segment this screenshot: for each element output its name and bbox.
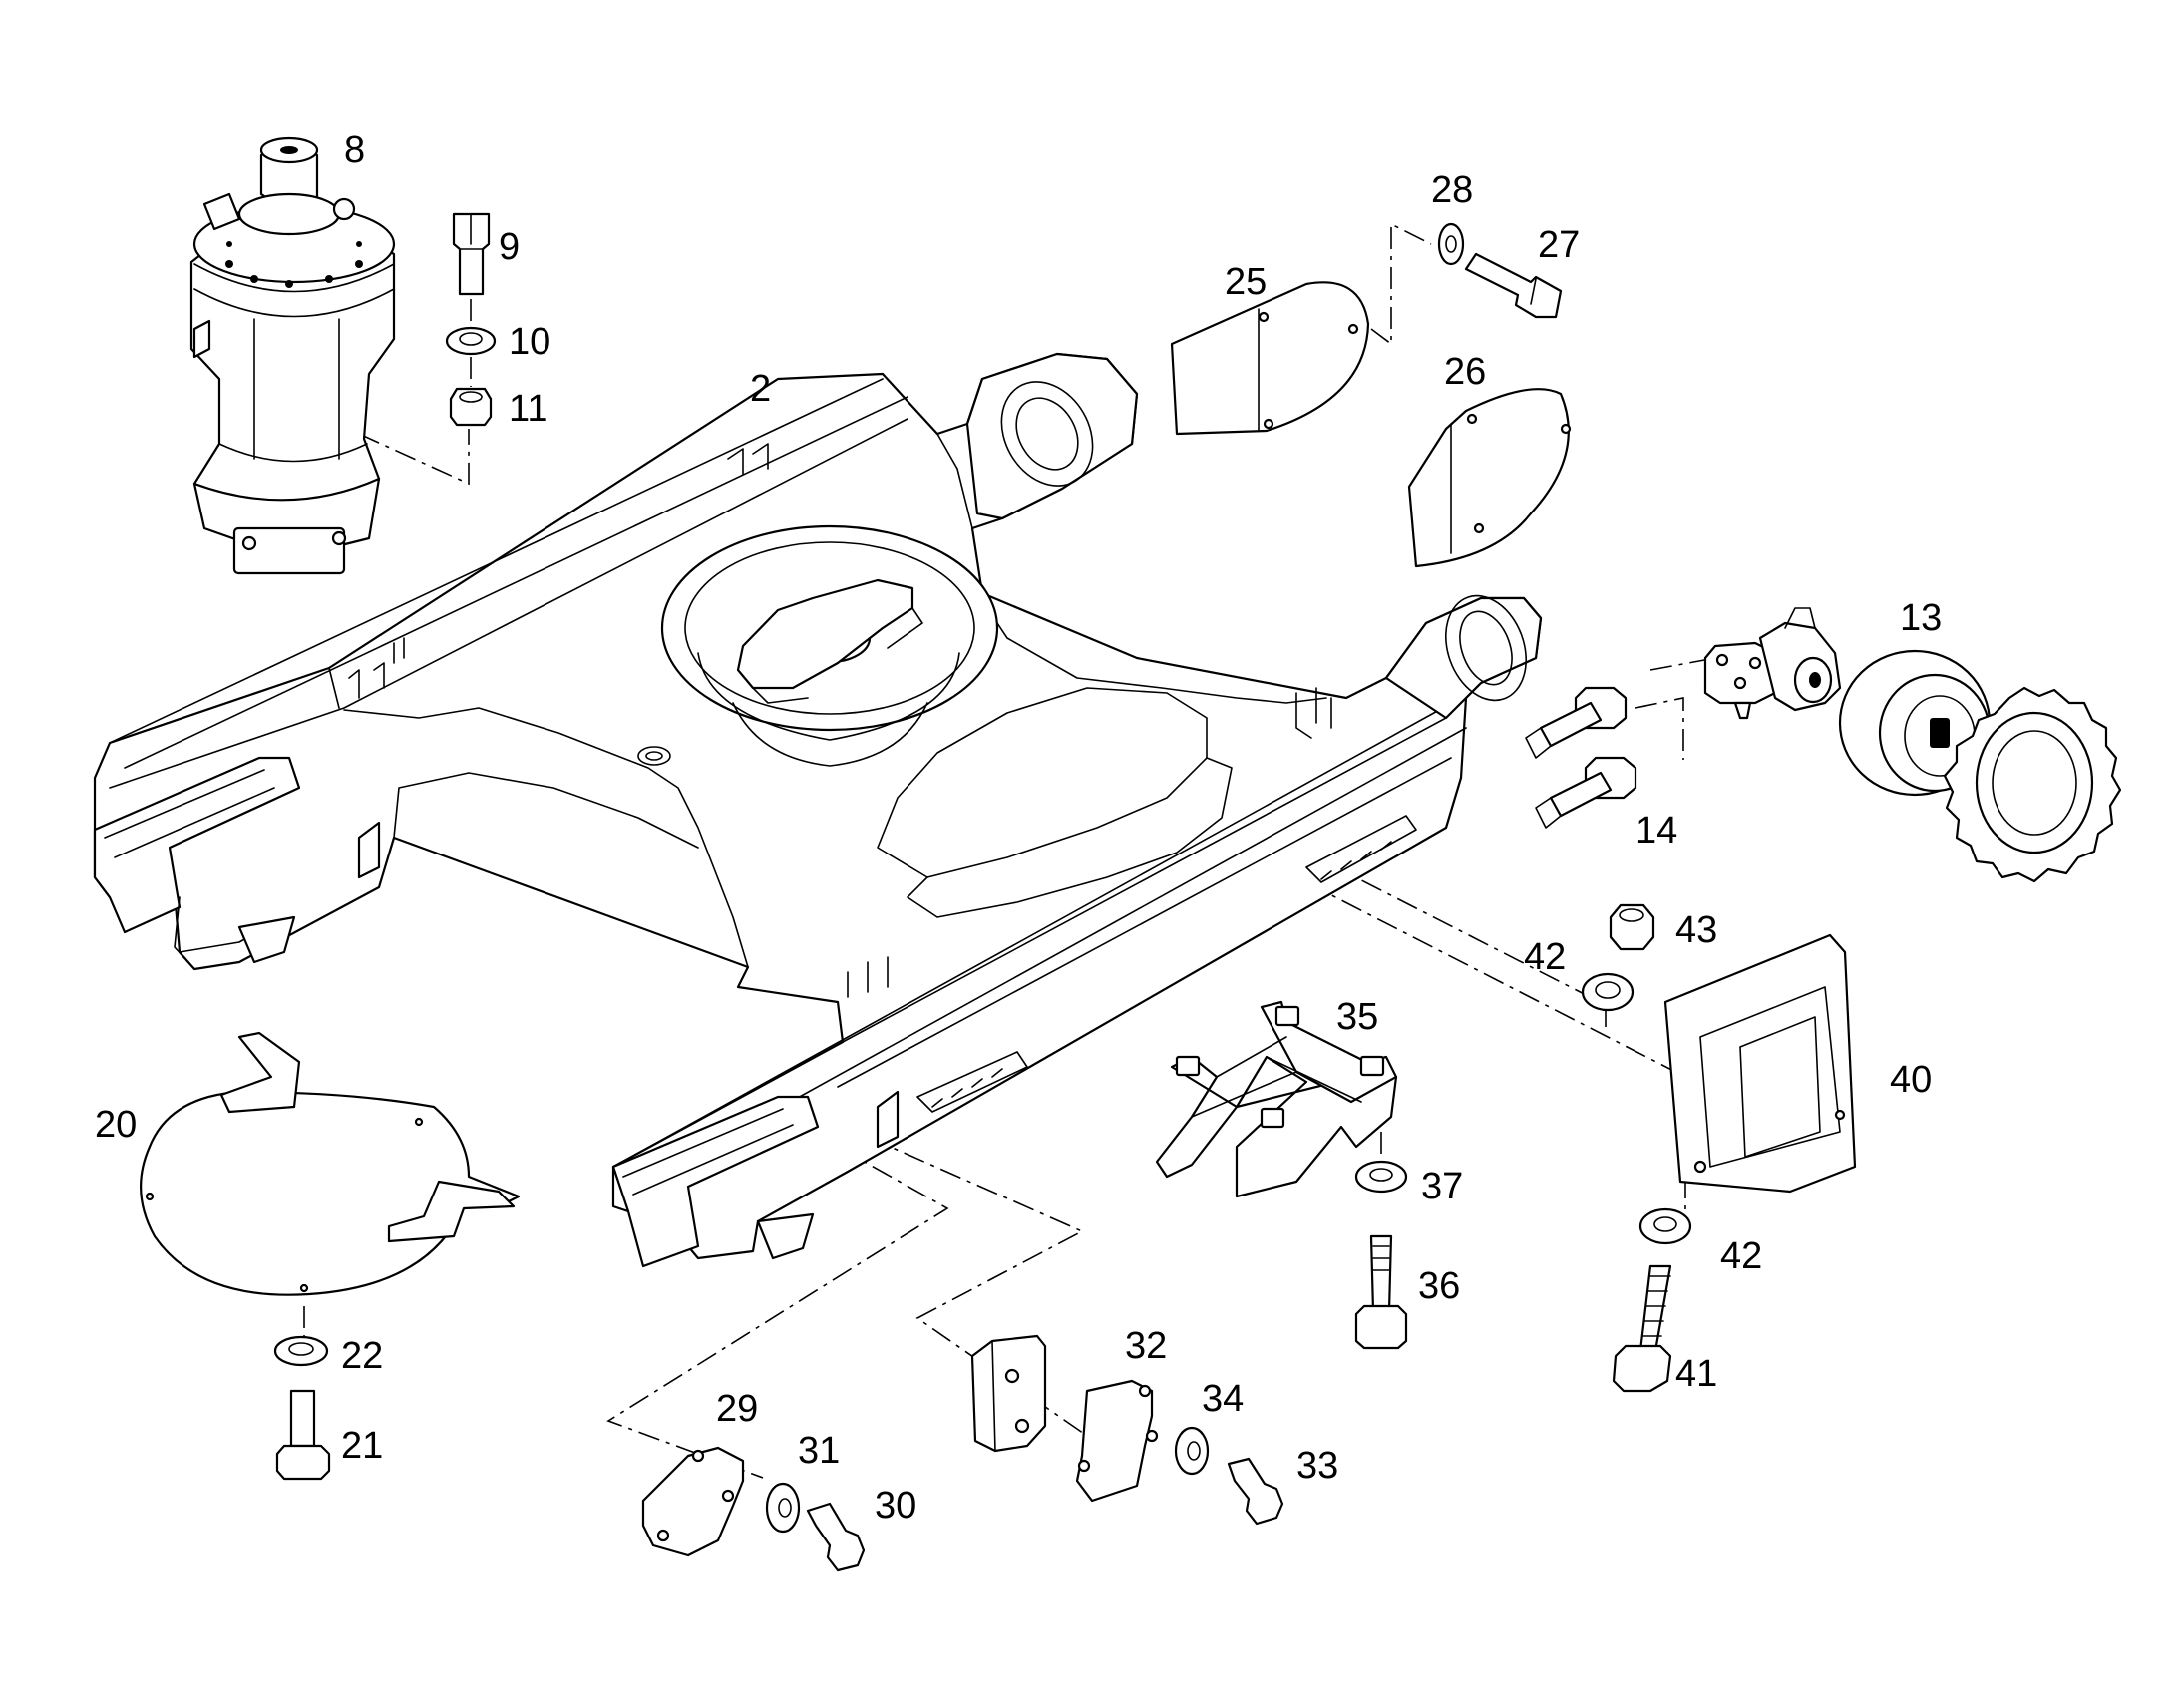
washer-34 — [1174, 1426, 1210, 1476]
leader-frame-40 — [1305, 881, 1686, 1078]
leader-frame-29 — [606, 1146, 949, 1479]
track-frame — [93, 352, 1543, 1268]
callout-42-upper: 42 — [1524, 936, 1566, 978]
cover-plate-29 — [641, 1446, 745, 1557]
callout-29: 29 — [716, 1388, 758, 1430]
bolt-33 — [1227, 1457, 1284, 1526]
callout-labels: 2 8 9 10 11 13 14 20 21 22 25 26 27 28 2… — [95, 129, 1942, 1527]
callout-42-lower: 42 — [1720, 1235, 1762, 1277]
travel-motor-assembly — [1525, 607, 2122, 883]
leader-8-11 — [358, 429, 470, 486]
callout-27: 27 — [1538, 224, 1580, 266]
callout-28: 28 — [1431, 170, 1473, 211]
callout-32: 32 — [1125, 1325, 1167, 1367]
callout-10: 10 — [509, 321, 550, 363]
callout-26: 26 — [1444, 351, 1486, 393]
bolt-30 — [806, 1502, 866, 1572]
callout-43: 43 — [1675, 909, 1717, 951]
cover-26 — [1407, 388, 1570, 568]
callout-8: 8 — [344, 129, 365, 171]
cover-plate-32-set — [970, 1334, 1284, 1526]
washer-42-lower — [1638, 1207, 1692, 1245]
rotary-joint — [189, 136, 396, 575]
callout-13: 13 — [1900, 597, 1942, 639]
callout-20: 20 — [95, 1104, 137, 1146]
cover-25 — [1170, 281, 1370, 436]
nut-11 — [449, 387, 493, 427]
callout-35: 35 — [1336, 996, 1378, 1038]
cover-plate-32 — [1075, 1379, 1154, 1503]
callout-2: 2 — [750, 368, 771, 410]
callout-36: 36 — [1418, 1265, 1460, 1307]
bolt-27 — [1464, 252, 1563, 319]
block — [970, 1334, 1047, 1453]
washer-42-upper — [1581, 972, 1635, 1012]
callout-37: 37 — [1421, 1166, 1463, 1207]
callout-21: 21 — [341, 1425, 383, 1467]
bolt-washer-nut-set — [445, 212, 497, 427]
callout-30: 30 — [875, 1485, 916, 1527]
washer-37 — [1354, 1160, 1408, 1194]
callout-9: 9 — [499, 226, 520, 268]
callout-31: 31 — [798, 1430, 840, 1472]
callout-34: 34 — [1202, 1378, 1244, 1420]
guide-plate-40 — [1663, 933, 1857, 1194]
callout-25: 25 — [1225, 261, 1267, 303]
callout-33: 33 — [1296, 1445, 1338, 1487]
bolt-36 — [1369, 1234, 1393, 1313]
bolt-9 — [452, 212, 491, 296]
washer-28 — [1437, 222, 1465, 266]
bolt-41 — [1638, 1264, 1672, 1353]
leader-frame-42 — [1325, 861, 1607, 1027]
callout-14: 14 — [1635, 810, 1677, 852]
callout-22: 22 — [341, 1335, 383, 1377]
bolt-washer-27-28 — [1437, 222, 1563, 319]
callout-41: 41 — [1675, 1353, 1717, 1395]
bottom-plate-20 — [140, 1031, 521, 1481]
bolt-21 — [289, 1389, 316, 1448]
nut-43 — [1609, 903, 1655, 951]
washer-22 — [273, 1335, 329, 1367]
washer-31 — [765, 1482, 801, 1534]
callout-11: 11 — [509, 388, 547, 430]
callout-40: 40 — [1890, 1059, 1932, 1101]
bolt-washer-41-42 — [1612, 1207, 1692, 1393]
covers — [1170, 281, 1572, 568]
leader-25-28 — [1370, 222, 1432, 346]
roller-bracket-35 — [1155, 1000, 1408, 1350]
washer-10 — [445, 326, 497, 356]
cover-plate-29-set — [641, 1446, 866, 1572]
leader-14-motor — [1635, 697, 1684, 760]
nut-washer-42-43 — [1581, 903, 1655, 1012]
